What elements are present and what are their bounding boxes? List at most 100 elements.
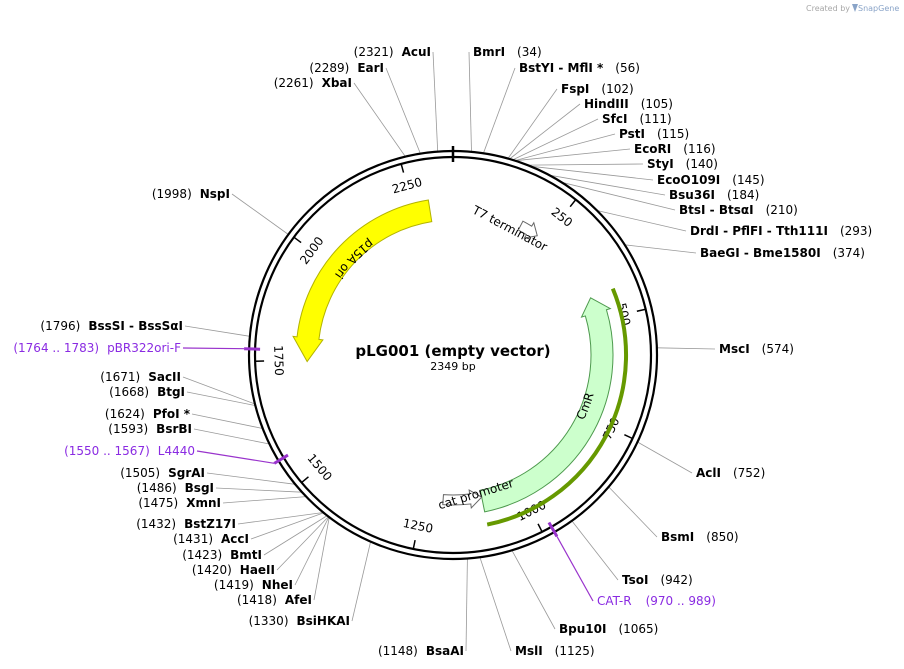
site-label-eari[interactable]: (2289)EarI: [309, 61, 384, 75]
leader-line: [313, 517, 330, 601]
leader-line: [465, 558, 468, 652]
leader-line: [549, 174, 666, 196]
leader-line: [206, 472, 296, 485]
tick-mark: [537, 523, 543, 533]
leader-line: [184, 325, 250, 337]
site-label-bsaai[interactable]: (1148)BsaAI: [378, 644, 464, 658]
leader-line: [512, 118, 599, 161]
leader-line: [191, 413, 263, 429]
site-label-sgrai[interactable]: (1505)SgrAI: [120, 466, 205, 480]
site-label-btsi-bts-i[interactable]: BtsI - BtsαI(210): [679, 203, 798, 217]
site-label-acci[interactable]: (1431)AccI: [173, 532, 249, 546]
site-label-btgi[interactable]: (1668)BtgI: [109, 385, 185, 399]
primer-site-cat-r: [547, 521, 559, 538]
site-label-bsmi[interactable]: BsmI(850): [661, 530, 739, 544]
leader-line: [571, 520, 619, 581]
snapgene-brand-name: SnapGene: [858, 4, 899, 13]
leader-line: [527, 163, 644, 166]
leader-line: [608, 486, 658, 538]
site-label-haeii[interactable]: (1420)HaeII: [192, 563, 275, 577]
site-label-xmni[interactable]: (1475)XmnI: [138, 496, 221, 510]
leader-line: [637, 441, 693, 474]
site-label-styi[interactable]: StyI(140): [647, 157, 718, 171]
leader-line: [509, 103, 581, 160]
site-label-bsihkai[interactable]: (1330)BsiHKAI: [249, 614, 350, 628]
site-label-msci[interactable]: MscI(574): [719, 342, 794, 356]
tick-label: 1750: [271, 345, 286, 376]
created-by-text: Created by: [806, 4, 850, 13]
primer-leader-line: [556, 536, 594, 602]
feature-cat-promoter: [442, 489, 483, 510]
site-label-msli[interactable]: MslI(1125): [515, 644, 595, 658]
leader-line: [263, 515, 328, 556]
leader-line: [624, 244, 697, 254]
primer-leader-line: [182, 347, 245, 350]
site-label-bmti[interactable]: (1423)BmtI: [182, 548, 262, 562]
site-labels: (2321)AcuI (2289)EarI(2261)XbaI BmrI(34) Bs…: [13, 45, 872, 658]
leader-line: [483, 67, 516, 154]
leader-line: [222, 496, 307, 504]
leader-line: [511, 550, 556, 630]
snapgene-logo-icon: [852, 4, 858, 12]
site-label-drdi-pflfi-tth111i[interactable]: DrdI - PflFI - Tth111I(293): [690, 224, 872, 238]
feature-t7-terminator: [517, 220, 538, 239]
site-label-bpu10i[interactable]: Bpu10I(1065): [559, 622, 658, 636]
leader-line: [530, 165, 654, 181]
site-label-bsssi-bsss-i[interactable]: (1796)BssSI - BssSαI: [40, 319, 183, 333]
cmr-orf-line: [486, 287, 629, 527]
site-label-sacii[interactable]: (1671)SacII: [100, 370, 181, 384]
site-label-afei[interactable]: (1418)AfeI: [237, 593, 312, 607]
site-label-acli[interactable]: AclI(752): [696, 466, 765, 480]
primer-label-cat-r[interactable]: CAT-R(970 .. 989): [597, 594, 716, 608]
tick-label: 1250: [402, 516, 435, 536]
site-label-bsrbi[interactable]: (1593)BsrBI: [108, 422, 192, 436]
site-label-pfoi[interactable]: (1624)PfoI *: [105, 407, 191, 421]
site-label-nspi[interactable]: (1998)NspI: [152, 187, 230, 201]
site-label-ecori[interactable]: EcoRI(116): [634, 142, 716, 156]
leader-line: [507, 88, 558, 159]
site-label-ecoo109i[interactable]: EcoO109I(145): [657, 173, 765, 187]
leader-line: [385, 67, 421, 154]
site-label-xbai[interactable]: (2261)XbaI: [274, 76, 352, 90]
site-label-psti[interactable]: PstI(115): [619, 127, 689, 141]
site-label-bstz17i[interactable]: (1432)BstZ17I: [136, 517, 236, 531]
leader-line: [182, 376, 256, 405]
leader-line: [656, 347, 716, 350]
primer-leader-line: [196, 450, 275, 464]
primer-site-l4440: [273, 453, 289, 465]
leader-line: [231, 193, 289, 235]
leader-line: [215, 487, 303, 493]
leader-line: [514, 133, 616, 161]
site-label-bsu36i[interactable]: Bsu36I(184): [669, 188, 759, 202]
site-label-hindiii[interactable]: HindIII(105): [584, 97, 673, 111]
plasmid-name: pLG001 (empty vector): [355, 342, 550, 360]
site-label-bstyi-mfli[interactable]: BstYI - MflI *(56): [519, 61, 640, 75]
tick-label: 2000: [297, 234, 326, 267]
leader-line: [515, 148, 631, 162]
tick-mark: [400, 163, 405, 173]
site-label-acui[interactable]: (2321)AcuI: [354, 45, 431, 59]
leader-line: [237, 512, 324, 525]
site-label-fspi[interactable]: FspI(102): [561, 82, 634, 96]
site-label-baegi-bme1580i[interactable]: BaeGI - Bme1580I(374): [700, 246, 865, 260]
tick-mark: [624, 434, 633, 440]
site-label-bsgi[interactable]: (1486)BsgI: [137, 481, 214, 495]
tick-mark: [412, 540, 416, 550]
primer-label-l4440[interactable]: (1550 .. 1567)L4440: [64, 444, 195, 458]
site-label-sfci[interactable]: SfcI(111): [602, 112, 672, 126]
tick-label: 1500: [304, 451, 334, 483]
leader-line: [250, 512, 324, 540]
leader-line: [479, 557, 512, 652]
leader-line: [432, 51, 439, 152]
site-label-tsoi[interactable]: TsoI(942): [622, 573, 693, 587]
primer-label-pbr322ori-f[interactable]: (1764 .. 1783)pBR322ori-F: [13, 341, 181, 355]
leader-line: [353, 82, 406, 157]
tick-label: 250: [548, 205, 575, 230]
tick-mark: [569, 199, 577, 208]
site-label-nhei[interactable]: (1419)NheI: [214, 578, 293, 592]
tick-mark: [301, 476, 309, 484]
leader-lines: [182, 51, 716, 652]
leader-line: [186, 391, 256, 406]
site-label-bmri[interactable]: BmrI(34): [473, 45, 542, 59]
